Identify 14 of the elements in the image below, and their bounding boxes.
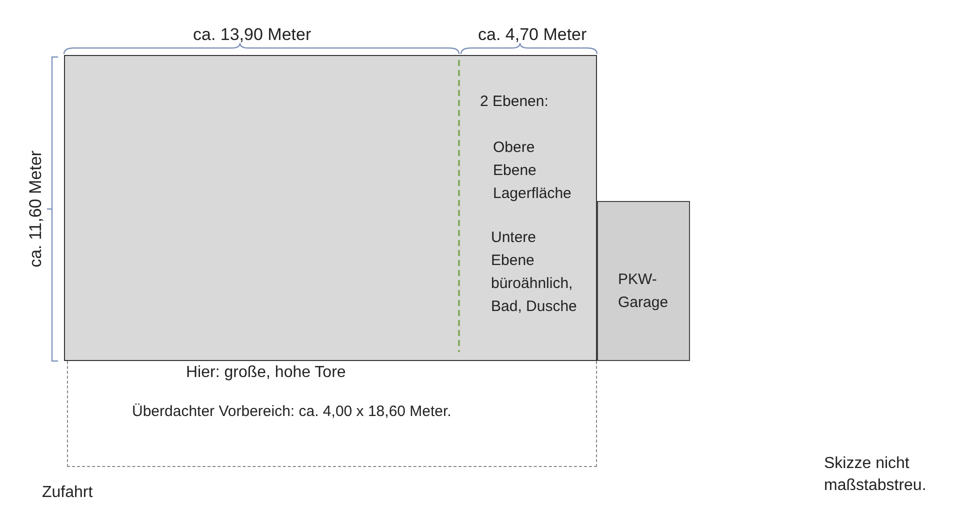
access-label: Zufahrt (42, 483, 93, 503)
area-label: Überdachter Vorbereich: ca. 4,00 x 18,60 Meter. (132, 402, 452, 422)
area-label: PKW- Garage (618, 270, 670, 313)
note-text: Skizze nicht maßstabstreu. (824, 454, 928, 496)
heading-text: 2 Ebenen: (480, 92, 550, 112)
note-text: Hier: große, hohe Tore (186, 363, 346, 383)
garage-box (597, 201, 690, 361)
dimension-label: ca. 11,60 Meter (25, 150, 46, 268)
canopy-area (67, 361, 597, 467)
dimension-label: ca. 13,90 Meter (193, 24, 312, 46)
floor-note: Obere Ebene Lagerfläche (493, 138, 572, 204)
floor-note: Untere Ebene büroähnlich, Bad, Dusche (491, 228, 578, 317)
building-outline (64, 55, 597, 361)
dimension-label: ca. 4,70 Meter (478, 24, 587, 46)
